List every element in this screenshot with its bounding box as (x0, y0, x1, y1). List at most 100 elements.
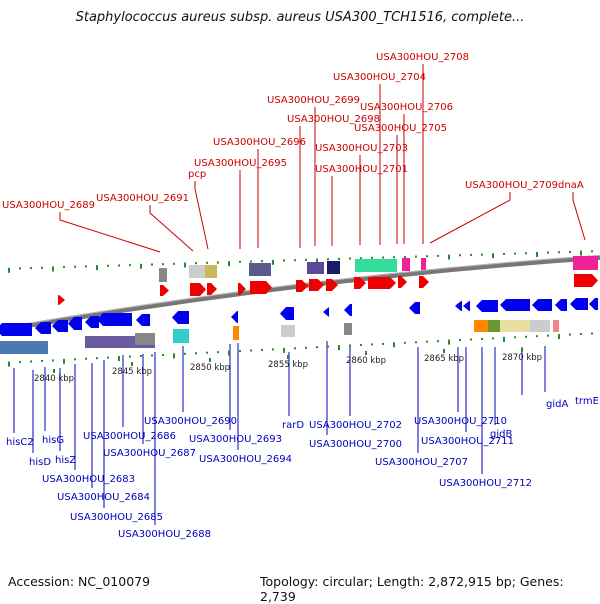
gene-label-reverse[interactable]: rarD (282, 420, 304, 431)
forward-gene-arrow[interactable] (190, 283, 206, 296)
gene-label-forward[interactable]: pcp (188, 169, 206, 180)
feature-box (344, 323, 352, 335)
tick-dot-top (173, 262, 175, 265)
tick-dot-bottom (41, 359, 43, 362)
gene-label-reverse[interactable]: USA300HOU_2693 (189, 434, 282, 445)
tick-dot-top (41, 266, 43, 269)
gene-label-reverse[interactable]: USA300HOU_2700 (309, 439, 402, 450)
reverse-gene-arrow[interactable] (555, 299, 567, 311)
gene-label-reverse[interactable]: USA300HOU_2711 (421, 436, 514, 447)
tick-dot-bottom (107, 356, 109, 359)
forward-gene-arrow[interactable] (398, 276, 407, 288)
tick-dot-bottom (525, 335, 527, 338)
gene-label-reverse[interactable]: USA300HOU_2702 (309, 420, 402, 431)
gene-label-reverse[interactable]: USA300HOU_2688 (118, 529, 211, 540)
reverse-gene-arrow[interactable] (68, 317, 82, 330)
reverse-gene-arrow[interactable] (0, 323, 32, 336)
forward-gene-arrow[interactable] (207, 283, 217, 295)
reverse-gene-arrow[interactable] (589, 298, 598, 310)
tick-dot-bottom (448, 339, 450, 345)
gene-label-forward[interactable]: USA300HOU_2698 (287, 114, 380, 125)
gene-label-reverse[interactable]: USA300HOU_2685 (70, 512, 163, 523)
reverse-gene-arrow[interactable] (52, 320, 68, 332)
reverse-gene-arrow[interactable] (532, 299, 552, 311)
reverse-gene-arrow[interactable] (570, 298, 588, 310)
tick-dot-top (470, 253, 472, 256)
forward-gene-arrow[interactable] (419, 276, 429, 288)
gene-label-forward[interactable]: USA300HOU_2689 (2, 200, 95, 211)
reverse-gene-arrow[interactable] (85, 316, 99, 328)
gene-label-reverse[interactable]: USA300HOU_2712 (439, 478, 532, 489)
tick-dot-bottom (261, 348, 263, 351)
gene-label-forward[interactable]: USA300HOU_2691 (96, 193, 189, 204)
gene-label-forward[interactable]: USA300HOU_2706 (360, 102, 453, 113)
gene-label-reverse[interactable]: gidB (490, 429, 512, 440)
gene-label-reverse[interactable]: USA300HOU_2687 (103, 448, 196, 459)
forward-gene-arrow[interactable] (326, 279, 338, 291)
gene-label-reverse[interactable]: USA300HOU_2683 (42, 474, 135, 485)
tick-dot-bottom (162, 353, 164, 356)
gene-label-reverse[interactable]: USA300HOU_2690 (144, 416, 237, 427)
reverse-gene-arrow[interactable] (455, 301, 462, 311)
tick-dot-top (580, 250, 582, 256)
leader-line-forward (59, 212, 161, 253)
tick-dot-top (52, 266, 54, 272)
gene-label-forward[interactable]: USA300HOU_2703 (315, 143, 408, 154)
gene-label-forward[interactable]: dnaA (558, 180, 584, 191)
reverse-gene-arrow[interactable] (409, 302, 420, 314)
gene-label-reverse[interactable]: USA300HOU_2707 (375, 457, 468, 468)
forward-gene-arrow[interactable] (58, 295, 65, 305)
forward-gene-arrow[interactable] (238, 283, 246, 295)
tick-dot-top (481, 253, 483, 256)
gene-label-reverse[interactable]: hisC2 (6, 437, 34, 448)
reverse-gene-arrow[interactable] (280, 307, 294, 320)
tick-dot-top (547, 251, 549, 254)
reverse-gene-arrow[interactable] (476, 300, 498, 312)
tick-dot-bottom (217, 351, 219, 354)
tick-dot-bottom (558, 334, 560, 340)
gene-label-forward[interactable]: USA300HOU_2701 (315, 164, 408, 175)
tick-dot-bottom (195, 352, 197, 355)
gene-label-forward[interactable]: USA300HOU_2704 (333, 72, 426, 83)
tick-dot-top (107, 264, 109, 267)
gene-label-reverse[interactable]: USA300HOU_2694 (199, 454, 292, 465)
gene-label-reverse[interactable]: hisG (42, 435, 64, 446)
tick-dot-top (250, 260, 252, 263)
gene-label-reverse[interactable]: USA300HOU_2710 (414, 416, 507, 427)
reverse-gene-arrow[interactable] (344, 304, 352, 316)
feature-box (573, 256, 598, 270)
gene-label-reverse[interactable]: hisZ (55, 455, 76, 466)
forward-gene-arrow[interactable] (574, 274, 598, 287)
gene-label-forward[interactable]: USA300HOU_2708 (376, 52, 469, 63)
gene-label-reverse[interactable]: hisD (29, 457, 51, 468)
gene-label-reverse[interactable]: USA300HOU_2686 (83, 431, 176, 442)
gene-label-forward[interactable]: USA300HOU_2695 (194, 158, 287, 169)
reverse-gene-arrow[interactable] (323, 307, 329, 317)
forward-gene-arrow[interactable] (368, 277, 396, 289)
gene-label-forward[interactable]: USA300HOU_2696 (213, 137, 306, 148)
tick-dot-bottom (283, 347, 285, 353)
reverse-gene-arrow[interactable] (463, 301, 470, 311)
forward-gene-arrow[interactable] (250, 281, 272, 294)
tick-dot-bottom (393, 342, 395, 348)
gene-label-reverse[interactable]: USA300HOU_2684 (57, 492, 150, 503)
reverse-gene-arrow[interactable] (231, 311, 238, 323)
reverse-gene-arrow[interactable] (136, 314, 150, 326)
tick-dot-bottom (580, 333, 582, 335)
tick-dot-top (96, 265, 98, 271)
gene-label-forward[interactable]: USA300HOU_2699 (267, 95, 360, 106)
gene-label-reverse[interactable]: gidA (546, 399, 568, 410)
forward-gene-arrow[interactable] (296, 280, 308, 292)
reverse-gene-arrow[interactable] (35, 322, 51, 334)
gene-label-forward[interactable]: USA300HOU_2705 (354, 123, 447, 134)
forward-gene-arrow[interactable] (354, 277, 366, 289)
forward-gene-arrow[interactable] (309, 279, 324, 291)
reverse-gene-arrow[interactable] (172, 311, 189, 324)
forward-gene-arrow[interactable] (160, 285, 169, 296)
reverse-gene-arrow[interactable] (500, 299, 530, 311)
gene-label-reverse[interactable]: trmE (575, 396, 599, 407)
reverse-gene-arrow[interactable] (97, 313, 132, 326)
gene-arrows (0, 274, 598, 336)
gene-label-forward[interactable]: USA300HOU_2709 (465, 180, 558, 191)
